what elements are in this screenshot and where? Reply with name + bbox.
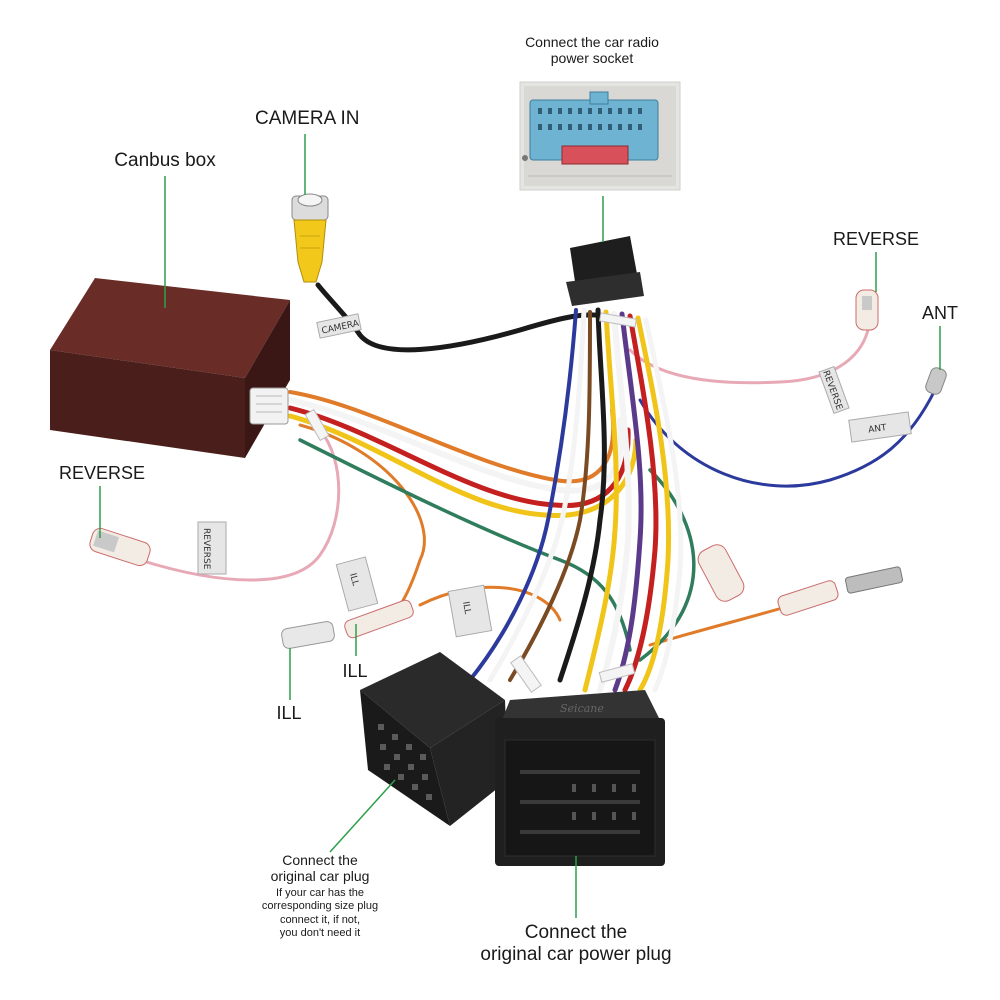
reverse-left-wire bbox=[138, 428, 341, 582]
wire-tag-ill-upper-text: ILL bbox=[347, 572, 360, 587]
wire-tag-reverse-left: REVERSE bbox=[197, 521, 227, 575]
ill-upper-label: ILL bbox=[342, 661, 368, 681]
wire-tag-ill-lower-text: ILL bbox=[460, 601, 472, 615]
cable-ties bbox=[304, 312, 638, 693]
reverse-right-terminal bbox=[855, 289, 879, 331]
leader-lines bbox=[99, 134, 941, 918]
radio-power-socket-photo bbox=[519, 81, 681, 191]
mid-terminal bbox=[697, 544, 745, 602]
original-plug-label-line2: original car plug bbox=[270, 868, 370, 885]
wire-tag-ant: ANT bbox=[848, 411, 912, 443]
original-plug-label-line1: Connect the bbox=[282, 852, 358, 868]
power-plug-label-line2: original car power plug bbox=[480, 943, 672, 965]
ill-lower-terminal bbox=[281, 621, 335, 649]
wire-tag-ant-text: ANT bbox=[868, 423, 888, 436]
ill-upper-terminal bbox=[344, 599, 414, 639]
leader-original-plug bbox=[329, 779, 396, 853]
connector-brand-text: Seicane bbox=[560, 702, 604, 715]
original-plug-label: Connect the original car plug If your ca… bbox=[230, 852, 410, 940]
wire-tag-camera: CAMERA bbox=[316, 313, 362, 339]
wire-tag-reverse-right: REVERSE bbox=[818, 365, 850, 415]
radio-socket-label-line2: power socket bbox=[550, 50, 634, 67]
radio-socket-label-line1: Connect the car radio bbox=[525, 34, 659, 50]
wire-tag-reverse-left-text: REVERSE bbox=[201, 528, 211, 570]
original-plug-note-line4: you don't need it bbox=[279, 926, 361, 939]
ant-terminal bbox=[925, 367, 947, 395]
original-plug-note-line1: If your car has the bbox=[275, 887, 365, 900]
wire-tag-ill-upper: ILL bbox=[335, 556, 379, 612]
original-plug-note-line3: connect it, if not, bbox=[279, 913, 361, 926]
camera-rca-plug bbox=[291, 193, 329, 283]
ill-orange-wire bbox=[418, 585, 562, 622]
original-power-plug: Seicane bbox=[495, 690, 665, 866]
ant-wire bbox=[638, 388, 937, 488]
original-plug-note-line2: corresponding size plug bbox=[261, 900, 379, 913]
radio-socket-label: Connect the car radio power socket bbox=[492, 34, 692, 66]
ill-lower-label: ILL bbox=[276, 703, 302, 723]
reverse-left-label: REVERSE bbox=[58, 463, 146, 483]
right-spade-terminal bbox=[777, 566, 903, 616]
reverse-left-terminal bbox=[89, 527, 151, 567]
canbus-box bbox=[50, 278, 290, 458]
power-plug-label-line1: Connect the bbox=[524, 922, 628, 943]
reverse-right-label: REVERSE bbox=[832, 229, 920, 249]
ant-label: ANT bbox=[922, 303, 958, 323]
power-plug-label: Connect the original car power plug bbox=[456, 922, 696, 966]
wire-bundle bbox=[138, 282, 937, 693]
camera-wire bbox=[315, 282, 613, 353]
original-car-plug bbox=[360, 652, 508, 826]
reverse-right-wire bbox=[628, 328, 870, 385]
canbus-box-label: Canbus box bbox=[114, 150, 216, 171]
wire-tag-ill-lower: ILL bbox=[447, 584, 493, 638]
radio-harness-plug bbox=[566, 236, 644, 306]
camera-in-label: CAMERA IN bbox=[255, 108, 360, 129]
